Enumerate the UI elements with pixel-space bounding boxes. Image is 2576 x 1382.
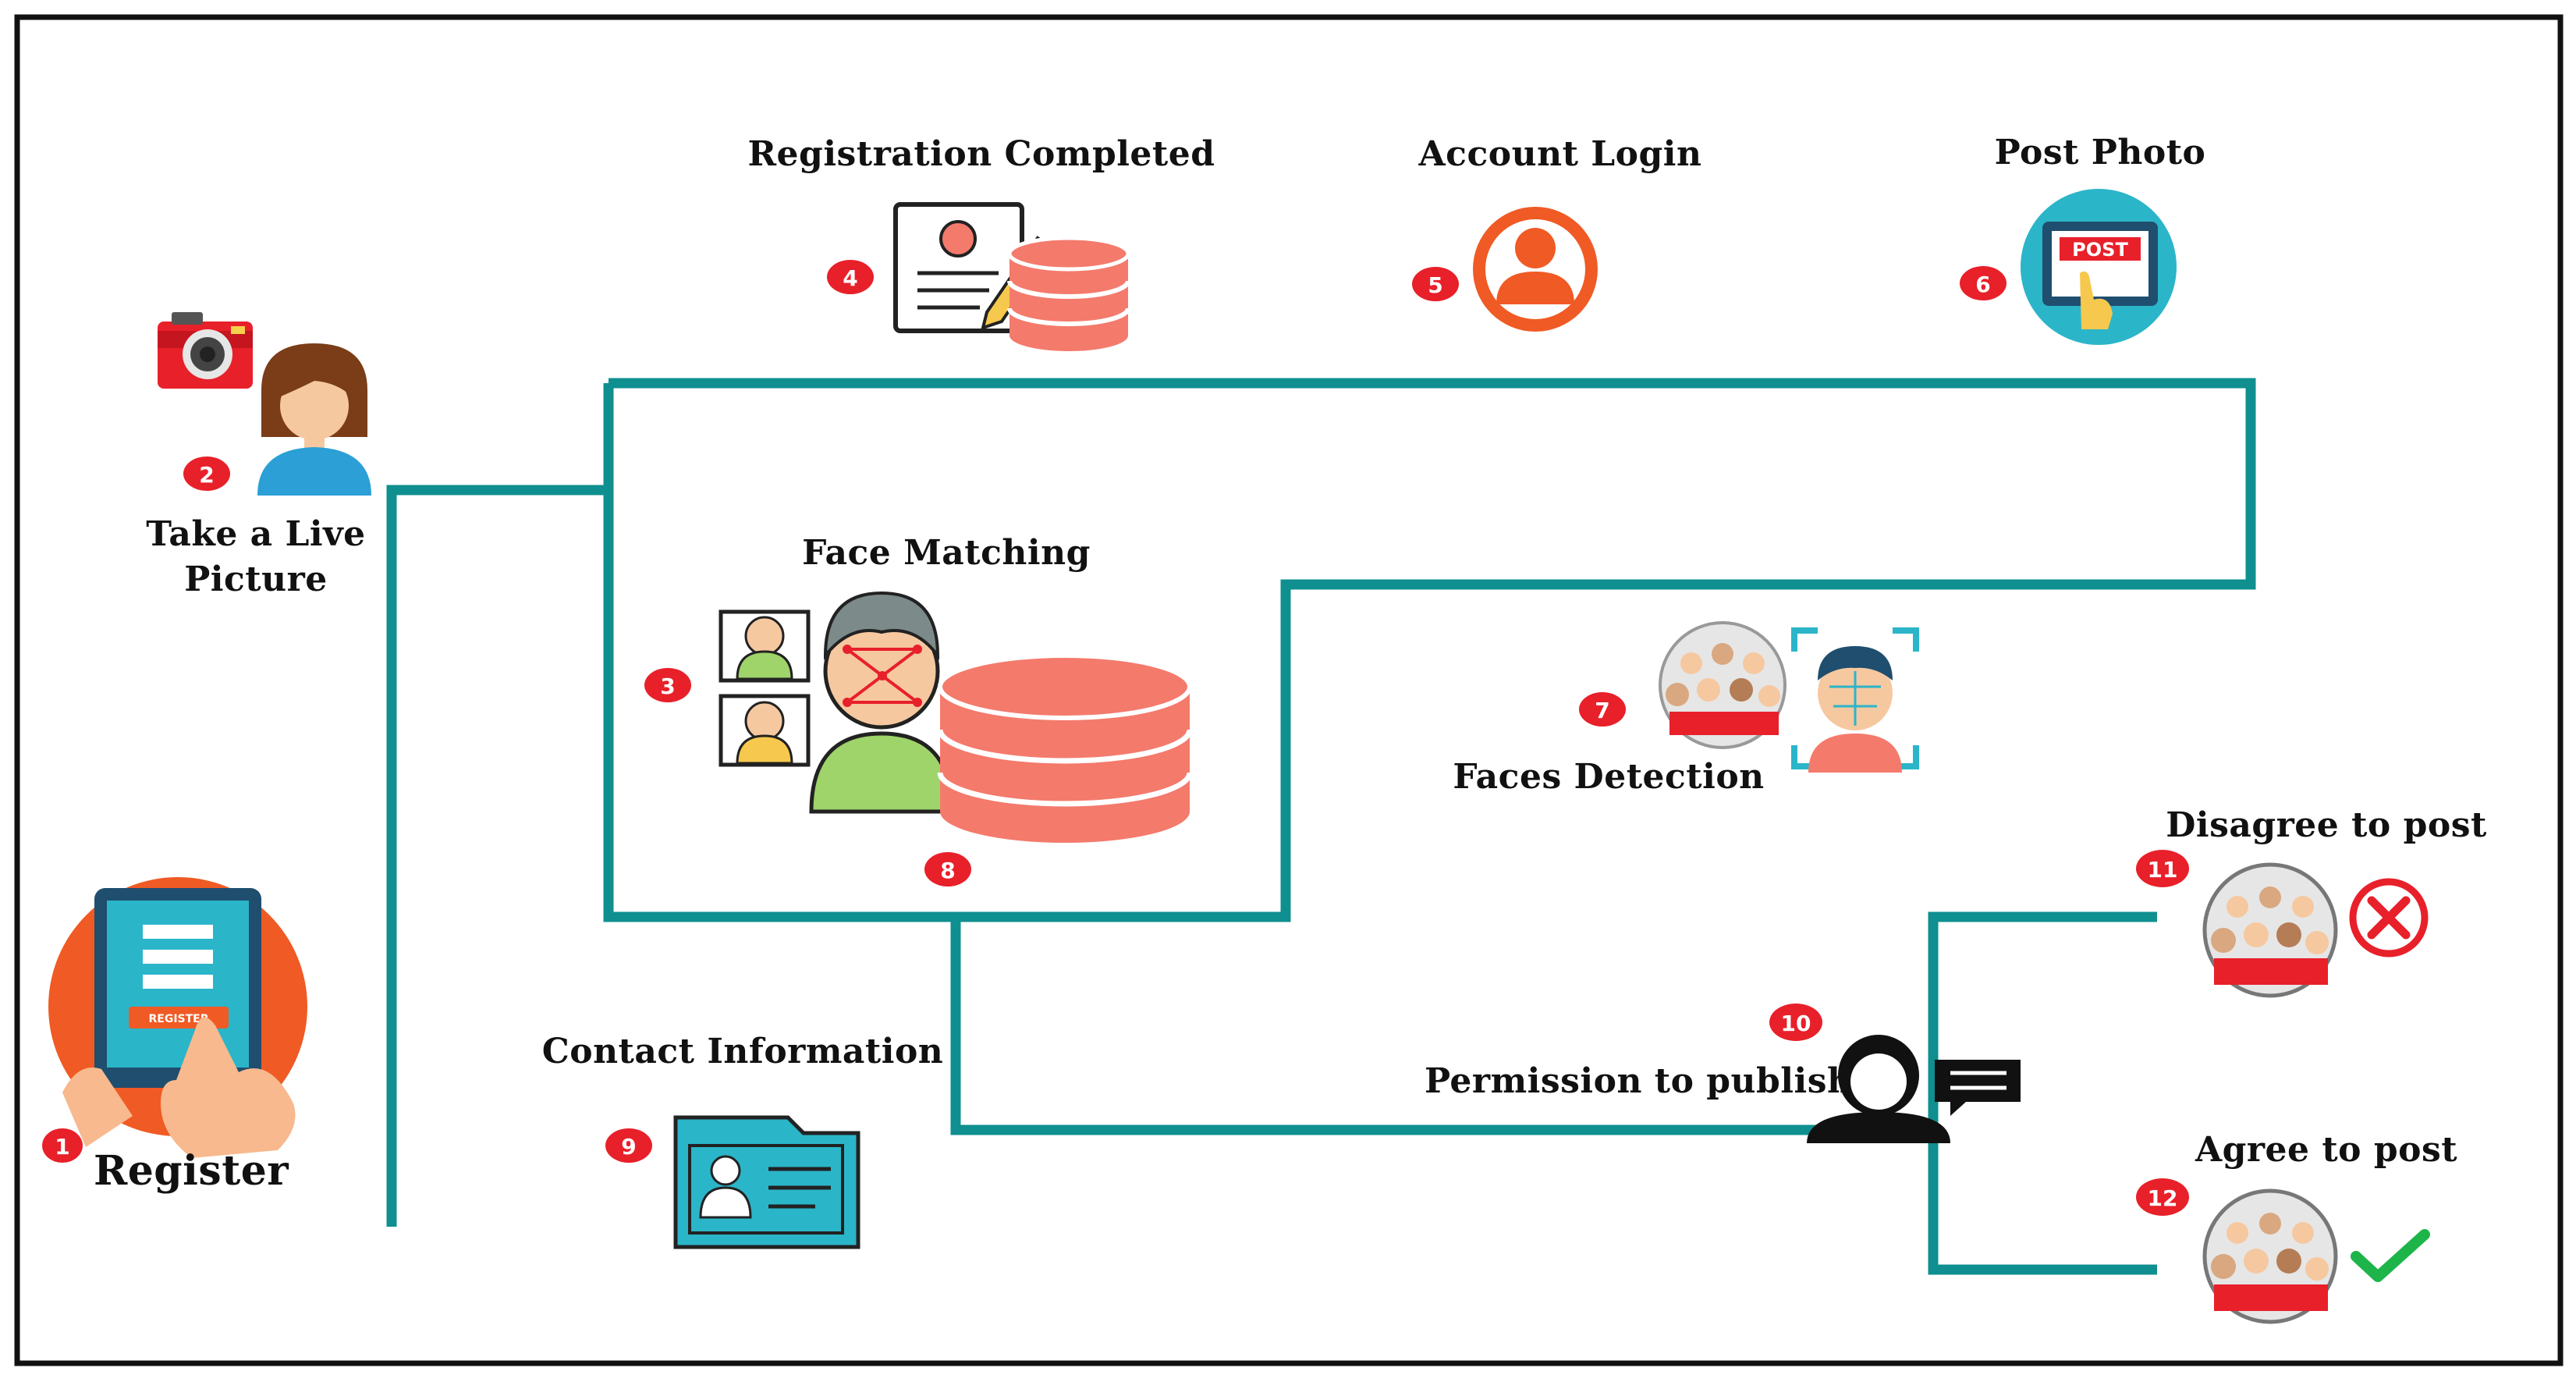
step-badge-9: 9 (605, 1128, 652, 1163)
connector-register-main (386, 485, 609, 1227)
step-badge-1: 1 (42, 1128, 83, 1163)
svg-text:11: 11 (2148, 857, 2178, 883)
svg-text:9: 9 (621, 1134, 636, 1160)
label-post-photo: Post Photo (1994, 133, 2206, 172)
svg-text:12: 12 (2148, 1185, 2178, 1211)
label-account-login: Account Login (1418, 134, 1702, 174)
step-badges: 1 2 3 4 5 6 7 8 9 10 11 12 (42, 260, 2189, 1216)
step-badge-11: 11 (2136, 850, 2189, 887)
crowd-icon-detection (1659, 621, 1787, 749)
connector-to-permission (950, 921, 1822, 1135)
step-badge-6: 6 (1960, 266, 2007, 300)
user-profile-icon (1473, 207, 1598, 332)
step-badge-7: 7 (1579, 692, 1626, 727)
label-permission-to-publish: Permission to publish (1425, 1061, 1853, 1101)
label-take-live-picture: Take a Live Picture (146, 514, 366, 599)
label-face-matching: Face Matching (802, 533, 1091, 573)
step-badge-5: 5 (1412, 267, 1459, 301)
label-disagree-to-post: Disagree to post (2166, 805, 2487, 845)
post-tablet-icon: POST (2021, 189, 2177, 345)
label-agree-to-post: Agree to post (2195, 1130, 2458, 1170)
user-message-icon (1807, 1035, 2021, 1143)
cross-icon (2349, 878, 2429, 957)
svg-text:8: 8 (940, 858, 955, 883)
svg-text:2: 2 (199, 462, 214, 488)
check-icon (2351, 1229, 2430, 1282)
face-scan-icon (719, 591, 954, 814)
label-contact-information: Contact Information (541, 1032, 944, 1071)
step-badge-3: 3 (644, 668, 691, 702)
crowd-icon-agree (2202, 1188, 2338, 1324)
svg-text:5: 5 (1428, 272, 1442, 298)
contact-card-icon (673, 1115, 860, 1249)
database-large-icon (937, 653, 1193, 843)
label-faces-detection: Faces Detection (1453, 757, 1765, 797)
step-badge-12: 12 (2136, 1178, 2189, 1216)
svg-text:1: 1 (55, 1134, 69, 1160)
post-sign-text: POST (2072, 239, 2128, 261)
step-badge-10: 10 (1769, 1004, 1822, 1041)
step-badge-4: 4 (827, 260, 874, 294)
connector-main-loop (603, 378, 2256, 922)
crowd-icon-disagree (2202, 862, 2338, 998)
connector-decision (1928, 911, 2157, 1275)
register-button-text: REGISTER (148, 1013, 208, 1025)
diagram-border (14, 14, 2564, 1366)
svg-text:4: 4 (843, 265, 857, 291)
database-small-icon (1007, 236, 1130, 351)
woman-avatar-icon (257, 343, 371, 496)
register-icon: REGISTER (48, 877, 307, 1158)
svg-text:10: 10 (1781, 1011, 1811, 1036)
step-badge-8: 8 (924, 852, 971, 886)
face-recognition-icon (1791, 627, 1919, 773)
svg-text:7: 7 (1595, 698, 1609, 723)
connector-lines (386, 378, 2256, 1275)
svg-text:6: 6 (1975, 272, 1990, 297)
svg-text:3: 3 (660, 673, 675, 699)
label-registration-completed: Registration Completed (747, 134, 1215, 174)
step-badge-2: 2 (183, 457, 230, 491)
label-register: Register (94, 1147, 289, 1195)
camera-icon (158, 312, 253, 389)
